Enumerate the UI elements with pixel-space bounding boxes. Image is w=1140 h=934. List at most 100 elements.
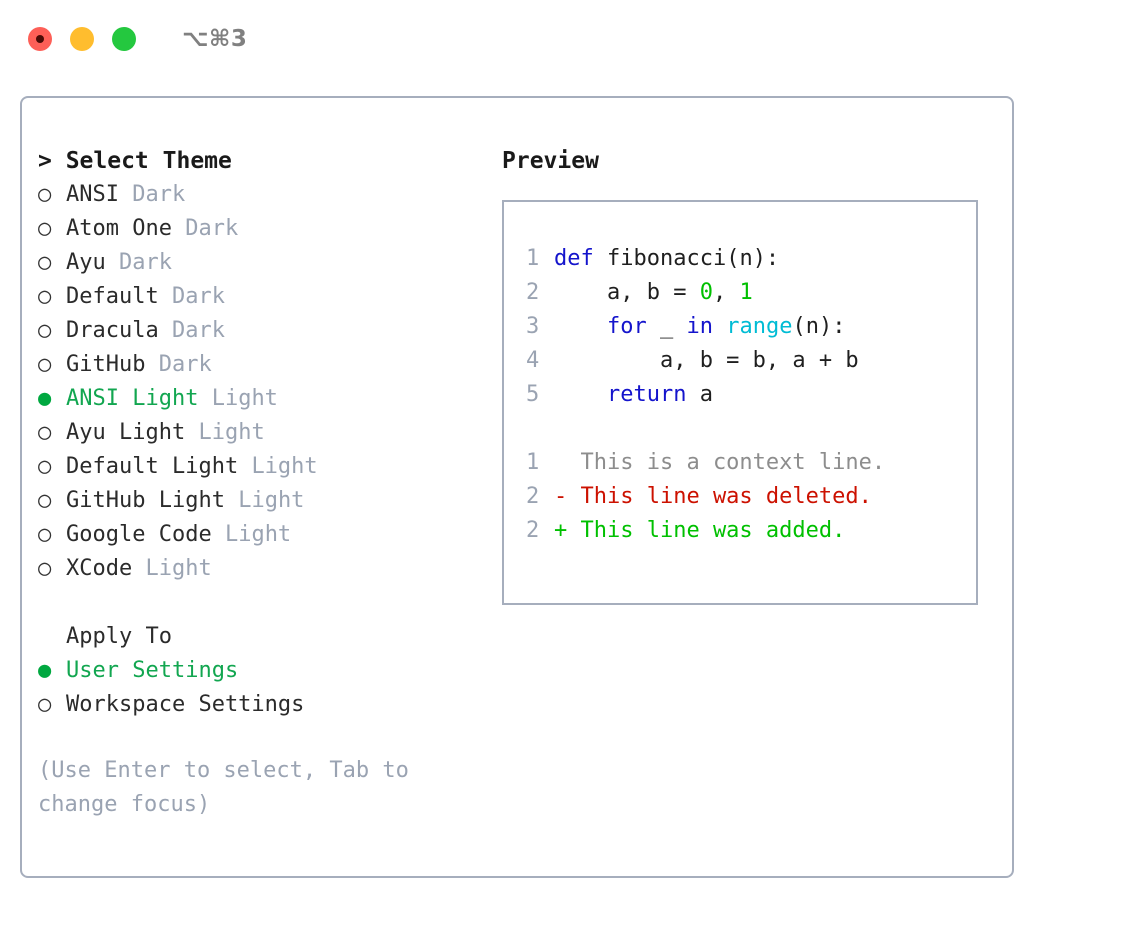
code-token: range (726, 314, 793, 339)
theme-option-ayu-light[interactable]: ○ Ayu Light Light (38, 416, 498, 450)
theme-option-variant: Light (198, 420, 265, 445)
line-number: 1 (526, 246, 540, 271)
close-button[interactable] (28, 27, 52, 51)
theme-option-variant: Dark (185, 216, 239, 241)
theme-option-variant: Dark (171, 318, 225, 343)
radio-unselected-icon: ○ (38, 692, 52, 717)
theme-option-label: Default (66, 284, 159, 309)
radio-unselected-icon: ○ (38, 318, 52, 343)
theme-option-atom-one[interactable]: ○Atom One Dark (38, 212, 498, 246)
diff-line: 1 This is a context line. (526, 446, 976, 480)
code-token: for (606, 314, 647, 339)
code-token: fibonacci(n): (593, 246, 780, 271)
theme-option-variant: Light (211, 386, 278, 411)
theme-option-label: ANSI Light (66, 386, 199, 411)
minimize-button[interactable] (70, 27, 94, 51)
code-token: 1 (739, 280, 753, 305)
theme-option-variant: Light (145, 556, 212, 581)
theme-option-variant: Dark (132, 182, 186, 207)
code-token: , (712, 280, 740, 305)
code-token (554, 314, 607, 339)
radio-unselected-icon: ○ (38, 522, 52, 547)
code-line: 1 def fibonacci(n): (526, 242, 976, 276)
code-line: 3 for _ in range(n): (526, 310, 976, 344)
theme-option-label: Ayu Light (66, 420, 186, 445)
theme-option-xcode[interactable]: ○XCode Light (38, 552, 498, 586)
theme-option-github[interactable]: ○ GitHub Dark (38, 348, 498, 382)
theme-option-label: ANSI (66, 182, 119, 207)
radio-selected-icon: ● (38, 658, 52, 683)
code-token: _ (646, 314, 687, 339)
theme-option-google-code[interactable]: ○ Google Code Light (38, 518, 498, 552)
radio-unselected-icon: ○ (38, 352, 52, 377)
radio-unselected-icon: ○ (38, 454, 52, 479)
theme-picker-panel: > Select Theme ○ANSI Dark○Atom One Dark○… (20, 96, 1014, 878)
apply-to-option-label: User Settings (66, 658, 239, 683)
radio-unselected-icon: ○ (38, 284, 52, 309)
diff-line-text: + This line was added. (554, 518, 846, 543)
theme-option-github-light[interactable]: ○ GitHub Light Light (38, 484, 498, 518)
theme-option-variant: Dark (119, 250, 172, 275)
radio-selected-icon: ● (38, 386, 52, 411)
code-token: in (686, 314, 713, 339)
keyboard-shortcut-label: ⌥⌘3 (182, 26, 248, 52)
radio-unselected-icon: ○ (38, 250, 52, 275)
theme-option-label: XCode (66, 556, 133, 581)
apply-to-list[interactable]: ● User Settings ○ Workspace Settings (38, 654, 498, 722)
code-line: 5 return a (526, 378, 976, 412)
radio-unselected-icon: ○ (38, 488, 52, 513)
radio-unselected-icon: ○ (38, 420, 52, 445)
line-number: 2 (526, 484, 540, 509)
code-token: a (686, 382, 713, 407)
theme-option-label: Ayu (66, 250, 106, 275)
theme-option-variant: Dark (158, 352, 212, 377)
code-token: (n): (792, 314, 846, 339)
theme-option-ansi-light[interactable]: ● ANSI Light Light (38, 382, 498, 416)
line-number: 5 (526, 382, 540, 407)
apply-to-option-label: Workspace Settings (66, 692, 305, 717)
theme-selection-column: > Select Theme ○ANSI Dark○Atom One Dark○… (38, 144, 498, 822)
theme-option-label: Default Light (66, 454, 239, 479)
line-number: 3 (526, 314, 540, 339)
diff-line-text: - This line was deleted. (554, 484, 872, 509)
line-number: 1 (526, 450, 540, 475)
select-theme-heading: > Select Theme (38, 148, 232, 174)
theme-option-variant: Dark (171, 284, 225, 309)
theme-option-dracula[interactable]: ○Dracula Dark (38, 314, 498, 348)
apply-to-option-workspace-settings[interactable]: ○ Workspace Settings (38, 688, 498, 722)
diff-line: 2 + This line was added. (526, 514, 976, 548)
theme-list[interactable]: ○ANSI Dark○Atom One Dark○Ayu Dark○Defaul… (38, 178, 498, 586)
radio-unselected-icon: ○ (38, 216, 52, 241)
theme-option-default[interactable]: ○ Default Dark (38, 280, 498, 314)
theme-option-ayu[interactable]: ○ Ayu Dark (38, 246, 498, 280)
theme-option-label: Google Code (66, 522, 212, 547)
theme-option-default-light[interactable]: ○ Default Light Light (38, 450, 498, 484)
keyboard-hint-text: (Use Enter to select, Tab to change focu… (38, 758, 409, 817)
theme-option-label: GitHub (66, 352, 146, 377)
diff-line: 2 - This line was deleted. (526, 480, 976, 514)
code-token: def (554, 246, 594, 271)
preview-heading: Preview (502, 148, 599, 174)
code-token: return (606, 382, 687, 407)
theme-option-variant: Light (251, 454, 318, 479)
diff-sample: 1 This is a context line. 2 - This line wa… (526, 446, 976, 548)
code-token: a, b = b, a + b (554, 348, 859, 373)
list-spacer (38, 586, 498, 620)
diff-line-text: This is a context line. (554, 450, 886, 475)
code-token (713, 314, 726, 339)
apply-to-heading: Apply To (66, 624, 172, 649)
theme-option-variant: Light (238, 488, 305, 513)
line-number: 2 (526, 280, 540, 305)
radio-unselected-icon: ○ (38, 182, 52, 207)
window-titlebar: ⌥⌘3 (0, 0, 1140, 78)
theme-option-label: GitHub Light (66, 488, 225, 513)
line-number: 2 (526, 518, 540, 543)
theme-option-ansi[interactable]: ○ ANSI Dark (38, 178, 498, 212)
theme-option-variant: Light (224, 522, 292, 547)
apply-to-option-user-settings[interactable]: ● User Settings (38, 654, 498, 688)
maximize-button[interactable] (112, 27, 136, 51)
code-token (554, 382, 607, 407)
